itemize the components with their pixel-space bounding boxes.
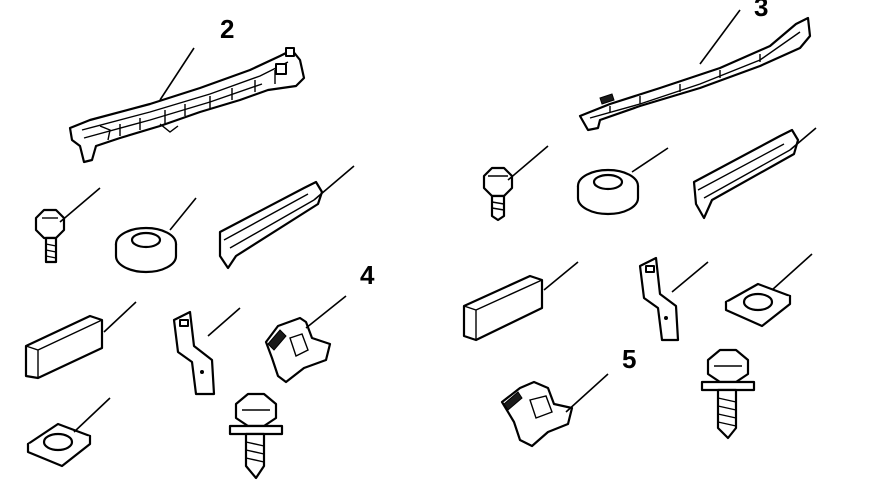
leader-5 xyxy=(565,373,609,413)
leader-plate-left xyxy=(207,307,241,337)
leader-channel-right xyxy=(789,127,817,151)
leader-2 xyxy=(159,47,195,101)
rubber-block-left xyxy=(24,314,104,380)
callout-4: 4 xyxy=(360,260,375,290)
square-washer-right xyxy=(724,282,792,328)
leader-plate-right xyxy=(671,261,709,293)
bent-plate-left xyxy=(172,310,216,396)
rail-bracket-left xyxy=(68,47,306,164)
channel-strip-right xyxy=(692,128,800,220)
leader-square-left xyxy=(73,397,111,433)
callout-5: 5 xyxy=(622,344,636,374)
rail-bracket-right xyxy=(578,16,812,132)
leader-4 xyxy=(305,295,347,329)
leader-ring-left xyxy=(169,197,197,231)
channel-strip-left xyxy=(218,180,324,270)
clip-5 xyxy=(500,380,574,448)
bent-plate-right xyxy=(638,256,680,342)
bolt-small-left xyxy=(34,208,66,264)
leader-bolt-small-right xyxy=(507,145,549,181)
leader-channel-left xyxy=(313,165,355,201)
bolt-long-right xyxy=(700,348,756,440)
square-washer-left xyxy=(26,422,92,468)
ring-washer-left xyxy=(114,226,178,274)
ring-washer-right xyxy=(576,168,640,216)
leader-block-left xyxy=(103,301,137,333)
leader-3 xyxy=(699,9,741,65)
bolt-small-right xyxy=(482,166,514,222)
rubber-block-right xyxy=(462,274,544,342)
leader-square-right xyxy=(771,253,813,291)
leader-ring-right xyxy=(631,147,669,173)
callout-2: 2 xyxy=(220,14,234,44)
callout-3: 3 xyxy=(754,0,768,22)
leader-block-right xyxy=(543,261,579,291)
leader-bolt-small-left xyxy=(59,187,101,223)
bolt-long-left xyxy=(228,392,284,480)
clip-4 xyxy=(264,316,332,384)
